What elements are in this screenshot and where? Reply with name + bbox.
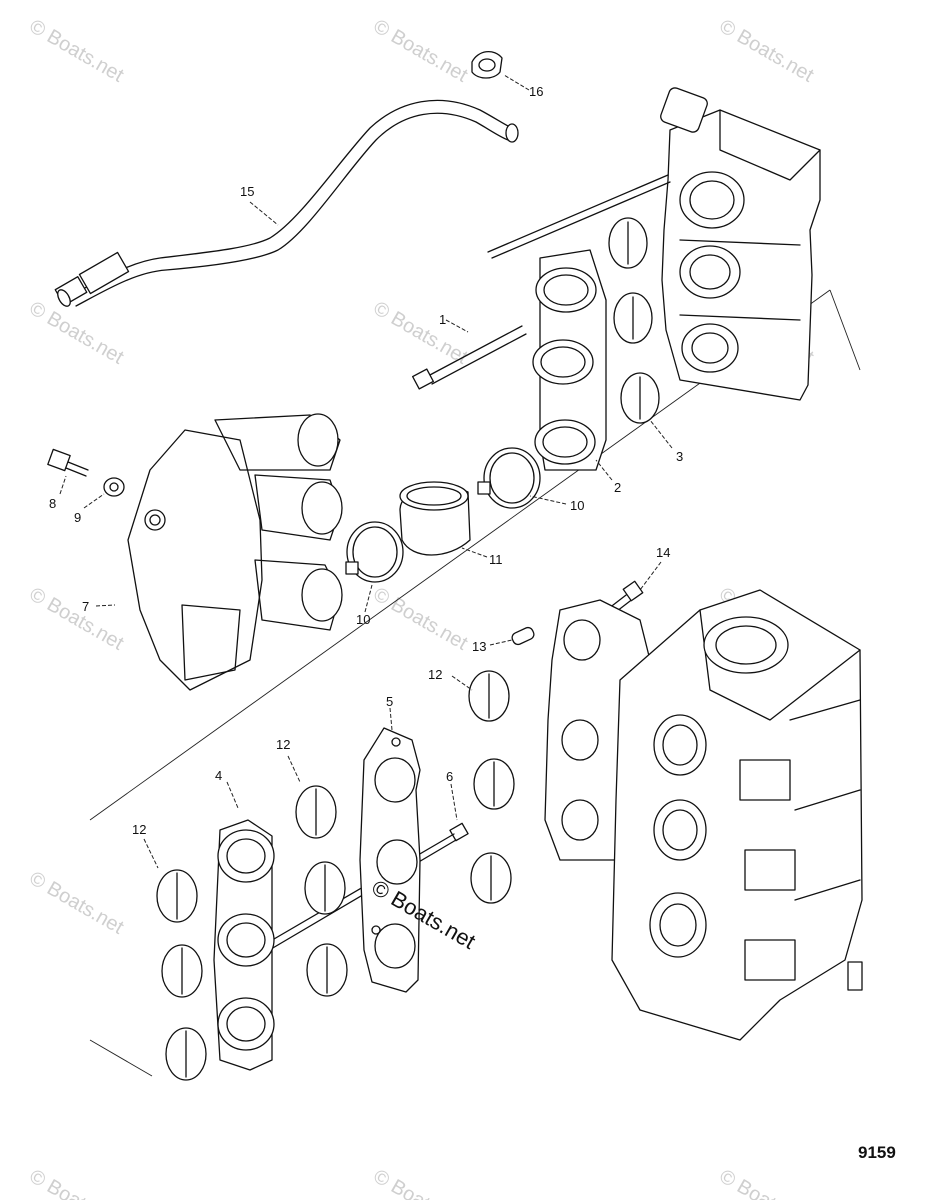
callout-14: 14	[656, 545, 670, 560]
callout-2: 2	[614, 480, 621, 495]
clamp-part-10-lower	[345, 521, 404, 583]
callout-16: 16	[529, 84, 543, 99]
gaskets-part-12-right	[468, 670, 515, 904]
diagram-number: 9159	[858, 1143, 896, 1162]
watermark-top-left: © Boats.net	[26, 15, 128, 87]
hose-part-15	[54, 99, 519, 307]
leader-lines	[59, 74, 673, 869]
clamp-part-16	[471, 51, 503, 79]
gasket-plate-part-5	[359, 727, 421, 993]
cylinder-head-block	[544, 589, 863, 1041]
callout-8: 8	[49, 496, 56, 511]
clamp-part-10-upper	[477, 447, 541, 509]
callout-labels: 1 2 3 4 5 6 7 8 9 10 10 11 12 12 12 13 1…	[49, 84, 683, 837]
callout-10-upper: 10	[570, 498, 584, 513]
watermark-top-center: © Boats.net	[370, 15, 472, 87]
callout-1: 1	[439, 312, 446, 327]
callout-15: 15	[240, 184, 254, 199]
watermark-top-right: © Boats.net	[716, 15, 818, 87]
adapter-part-4	[213, 819, 275, 1071]
callout-12-middle: 12	[276, 737, 290, 752]
dowel-part-13	[511, 626, 535, 646]
housing-part-7	[127, 413, 343, 691]
callout-9: 9	[74, 510, 81, 525]
callout-4: 4	[215, 768, 222, 783]
callout-10-lower: 10	[356, 612, 370, 627]
watermark-foot-right: © Boats.net	[716, 1165, 818, 1200]
watermark-mid-left: © Boats.net	[26, 297, 128, 369]
upper-manifold-block	[487, 87, 821, 401]
callout-11: 11	[489, 552, 503, 567]
gaskets-part-12-left	[156, 869, 207, 1081]
callout-12-right: 12	[428, 667, 442, 682]
watermark-mid-center: © Boats.net	[370, 297, 472, 369]
bolt-part-1	[412, 325, 527, 390]
watermark-foot-left: © Boats.net	[26, 1165, 128, 1200]
watermark-foot-center: © Boats.net	[370, 1165, 472, 1200]
watermark-bottom-left: © Boats.net	[26, 867, 128, 939]
bolt-part-8	[47, 448, 89, 477]
watermark-low-left: © Boats.net	[26, 583, 128, 655]
callout-13: 13	[472, 639, 486, 654]
callout-5: 5	[386, 694, 393, 709]
callout-7: 7	[82, 599, 89, 614]
washer-part-9	[103, 477, 125, 497]
watermark-low-center: © Boats.net	[370, 583, 472, 655]
adapter-part-2	[532, 249, 607, 471]
callout-6: 6	[446, 769, 453, 784]
gaskets-part-3	[608, 217, 660, 424]
sleeve-part-11	[399, 481, 471, 556]
gaskets-part-12-middle	[295, 785, 348, 997]
callout-12-left: 12	[132, 822, 146, 837]
callout-3: 3	[676, 449, 683, 464]
